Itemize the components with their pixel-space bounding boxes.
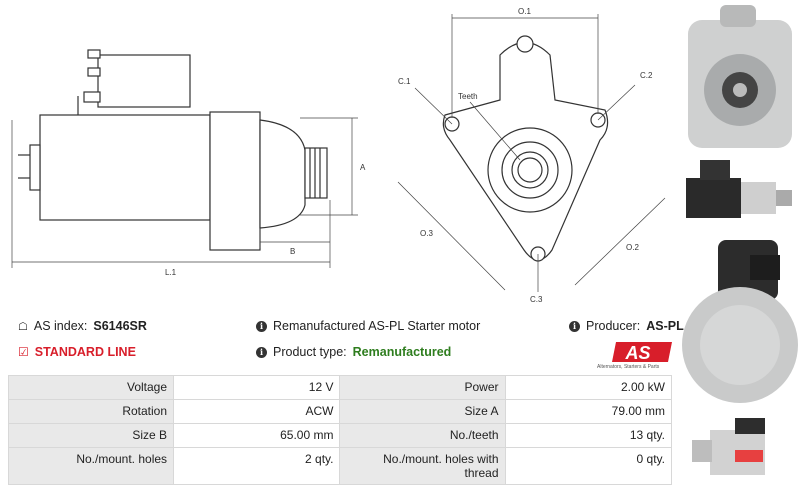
label-o1: O.1 [518,7,531,16]
spec-value: 2.00 kW [504,375,673,400]
front-view-drawing [442,35,609,262]
logo-tagline: Alternators, Starters & Parts [597,364,660,370]
info-icon: i [256,320,267,332]
product-photo-rear[interactable] [682,240,798,403]
label-l1: L.1 [165,268,177,277]
label-o3: O.3 [420,229,433,238]
product-photos [682,5,798,475]
spec-value: 12 V [173,375,341,400]
checkbox-checked-icon: ☑ [18,345,29,359]
side-view-drawing [18,49,328,251]
spec-value: 13 qty. [504,423,673,448]
as-pl-logo: AS [612,342,672,363]
label-a: A [360,163,366,172]
standard-line-badge: STANDARD LINE [34,345,136,359]
spec-label: No./teeth [339,423,506,448]
producer-value: AS-PL [646,319,684,333]
label-c1: C.1 [398,77,411,86]
product-type-row: i Product type: Remanufactured [256,345,451,359]
spec-value: ACW [173,399,341,424]
spec-label: Size B [7,423,175,448]
spec-value: 65.00 mm [173,423,341,448]
front-view-dimensions [397,14,666,292]
spec-label: No./mount. holes [7,447,175,485]
product-photo-angle[interactable] [692,418,765,475]
product-description: Remanufactured AS-PL Starter motor [273,319,481,333]
spec-value: 79.00 mm [504,399,673,424]
spec-label: Voltage [7,375,175,400]
info-icon: i [569,320,580,332]
product-photo-side[interactable] [686,160,792,218]
table-row: Rotation ACW Size A 79.00 mm [7,399,673,424]
spec-label: Size A [339,399,506,424]
label-teeth: Teeth [458,92,478,101]
label-b: B [290,247,295,256]
spec-label: Power [339,375,506,400]
spec-value: 2 qty. [173,447,341,485]
spec-value: 0 qty. [504,447,673,485]
product-type-value: Remanufactured [352,345,452,359]
specs-table: Voltage 12 V Power 2.00 kW Rotation ACW … [7,375,673,485]
svg-text:AS: AS [624,343,650,363]
label-c3: C.3 [530,295,543,304]
side-view-dimensions [11,117,358,268]
description-row: i Remanufactured AS-PL Starter motor [256,319,480,333]
tag-icon: ☖ [18,320,28,333]
table-row: No./mount. holes 2 qty. No./mount. holes… [7,447,673,485]
as-index-row: ☖ AS index: S6146SR [18,319,147,333]
spec-label: No./mount. holes with thread [339,447,506,485]
info-icon: i [256,346,267,358]
product-photo-front[interactable] [688,5,792,148]
product-type-label: Product type: [273,345,347,359]
as-index-label: AS index: [33,319,88,333]
spec-label: Rotation [7,399,175,424]
table-row: Voltage 12 V Power 2.00 kW [7,375,673,400]
producer-label: Producer: [586,319,641,333]
as-index-value: S6146SR [93,319,147,333]
label-o2: O.2 [626,243,639,252]
technical-diagram: O.1 C.1 C.2 Teeth O.3 O.2 C.3 A B L.1 [11,7,666,304]
table-row: Size B 65.00 mm No./teeth 13 qty. [7,423,673,448]
standard-line-row: ☑ STANDARD LINE [18,345,136,359]
producer-row: i Producer: AS-PL [569,319,684,333]
label-c2: C.2 [640,71,653,80]
